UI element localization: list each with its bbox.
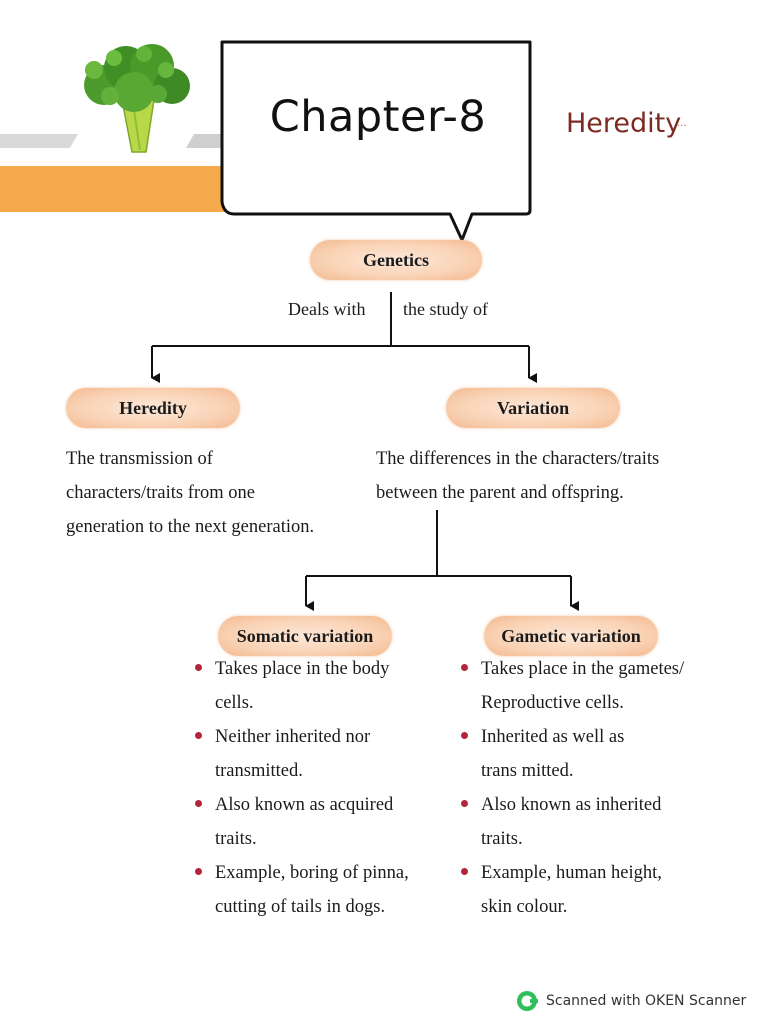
- point-line: traits.: [481, 829, 523, 849]
- point-line: skin colour.: [481, 897, 568, 917]
- connector-right-label: the study of: [403, 299, 488, 319]
- heredity-definition-line: generation to the next generation.: [66, 517, 315, 537]
- bullet-icon: [195, 664, 202, 671]
- bullet-icon: [195, 732, 202, 739]
- oken-scanner-logo-icon: [517, 991, 538, 1011]
- bullet-icon: [195, 800, 202, 807]
- point-line: Neither inherited nor: [215, 727, 371, 747]
- variation-pill: Variation: [446, 388, 620, 428]
- list-item: Also known as inherited traits.: [461, 788, 751, 856]
- somatic-points: Takes place in the body cells. Neither in…: [195, 652, 465, 924]
- list-item: Also known as acquired traits.: [195, 788, 465, 856]
- broccoli-icon: [84, 44, 190, 153]
- point-line: transmitted.: [215, 761, 303, 781]
- point-line: cutting of tails in dogs.: [215, 897, 386, 917]
- point-line: Reproductive cells.: [481, 693, 624, 713]
- gametic-points: Takes place in the gametes/Reproductive …: [461, 652, 751, 924]
- heredity-definition-line: characters/traits from one: [66, 483, 256, 503]
- variation-definition-line: The differences in the characters/traits: [376, 449, 660, 469]
- bullet-icon: [461, 732, 468, 739]
- chapter-title: Chapter-8: [269, 92, 487, 142]
- genetics-pill: Genetics: [310, 240, 482, 280]
- list-item: Takes place in the body cells.: [195, 652, 465, 720]
- bullet-icon: [195, 868, 202, 875]
- list-item: Neither inherited nor transmitted.: [195, 720, 465, 788]
- point-line: Takes place in the gametes/: [481, 659, 685, 679]
- point-line: Takes place in the body: [215, 659, 390, 679]
- scanner-text: Scanned with OKEN Scanner: [546, 993, 747, 1009]
- bullet-icon: [461, 664, 468, 671]
- scanner-watermark: Scanned with OKEN Scanner: [516, 990, 746, 1012]
- bullet-icon: [461, 868, 468, 875]
- variation-definition: The differences in the characters/traits…: [376, 442, 659, 510]
- point-line: cells.: [215, 693, 254, 713]
- list-item: Takes place in the gametes/Reproductive …: [461, 652, 751, 720]
- variation-definition-line: between the parent and offspring.: [376, 483, 624, 503]
- chapter-speech-bubble: [220, 40, 532, 242]
- subject-tag-suffix: ...: [677, 118, 687, 129]
- heredity-pill: Heredity: [66, 388, 240, 428]
- gametic-variation-pill: Gametic variation: [484, 616, 658, 656]
- connector-left-label: Deals with: [288, 299, 366, 319]
- heredity-definition-line: The transmission of: [66, 449, 213, 469]
- list-item: Example, human height, skin colour.: [461, 856, 751, 924]
- point-line: Example, human height,: [481, 863, 662, 883]
- point-line: Also known as inherited: [481, 795, 662, 815]
- point-line: traits.: [215, 829, 257, 849]
- header-orange-band: [0, 166, 250, 212]
- bullet-icon: [461, 800, 468, 807]
- list-item: Inherited as well as trans mitted.: [461, 720, 751, 788]
- heredity-definition: The transmission of characters/traits fr…: [66, 442, 314, 544]
- point-line: Example, boring of pinna,: [215, 863, 409, 883]
- list-item: Example, boring of pinna, cutting of tail…: [195, 856, 465, 924]
- somatic-variation-pill: Somatic variation: [218, 616, 392, 656]
- point-line: Also known as acquired: [215, 795, 394, 815]
- point-line: trans mitted.: [481, 761, 574, 781]
- point-line: Inherited as well as: [481, 727, 625, 747]
- subject-tag: Heredity: [566, 108, 682, 139]
